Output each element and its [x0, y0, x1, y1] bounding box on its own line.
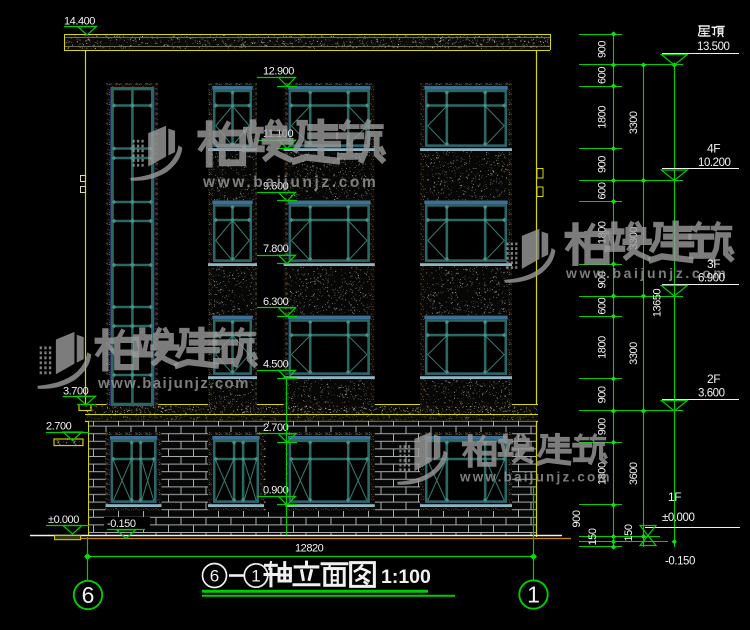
svg-text:1: 1 [251, 567, 260, 586]
svg-text:4.500: 4.500 [263, 358, 289, 370]
svg-text:3F: 3F [707, 257, 720, 271]
svg-text:www.baijunjz.com: www.baijunjz.com [565, 265, 728, 281]
svg-text:1800: 1800 [597, 336, 609, 359]
svg-text:6.900: 6.900 [698, 273, 725, 285]
svg-text:2F: 2F [707, 372, 720, 386]
svg-text:900: 900 [597, 271, 609, 288]
svg-text:3.600: 3.600 [698, 388, 725, 400]
svg-text:1: 1 [527, 581, 540, 607]
svg-text:1F: 1F [668, 490, 681, 504]
svg-text:3600: 3600 [628, 462, 640, 485]
svg-text:3300: 3300 [628, 342, 640, 365]
svg-text:13.500: 13.500 [697, 41, 730, 53]
svg-text:900: 900 [597, 156, 609, 173]
svg-text:-0.150: -0.150 [665, 556, 695, 568]
svg-text:900: 900 [597, 386, 609, 403]
svg-text:900: 900 [571, 510, 583, 527]
svg-text:600: 600 [597, 182, 609, 199]
svg-text:900: 900 [597, 41, 609, 58]
svg-text:10.200: 10.200 [698, 157, 731, 169]
svg-text:1:100: 1:100 [381, 566, 431, 588]
svg-text:12.900: 12.900 [263, 66, 294, 78]
svg-text:www.baijunjz.com: www.baijunjz.com [459, 470, 612, 485]
svg-text:600: 600 [597, 67, 609, 84]
svg-text:1800: 1800 [597, 106, 609, 129]
svg-text:3.700: 3.700 [63, 386, 89, 398]
svg-text:0.900: 0.900 [263, 485, 289, 497]
svg-text:12820: 12820 [295, 543, 324, 555]
svg-text:www.baijunjz.com: www.baijunjz.com [202, 174, 378, 191]
svg-text:150: 150 [623, 524, 635, 541]
svg-text:3300: 3300 [628, 111, 640, 134]
svg-text:900: 900 [597, 418, 609, 435]
svg-text:7.800: 7.800 [263, 243, 289, 255]
svg-text:1800: 1800 [597, 462, 609, 485]
svg-text:2.700: 2.700 [263, 422, 289, 434]
svg-text:13650: 13650 [652, 289, 664, 318]
svg-text:www.baijunjz.com: www.baijunjz.com [97, 375, 250, 392]
svg-text:14.400: 14.400 [64, 16, 95, 28]
svg-text:6.300: 6.300 [263, 296, 289, 308]
svg-text:-0.150: -0.150 [107, 518, 136, 530]
svg-text:6: 6 [210, 567, 219, 586]
svg-text:6: 6 [82, 582, 95, 608]
svg-text:2.700: 2.700 [46, 421, 72, 433]
svg-text:4F: 4F [707, 142, 720, 156]
svg-text:150: 150 [587, 528, 599, 545]
svg-text:9.600: 9.600 [263, 181, 289, 193]
svg-text:±0.000: ±0.000 [662, 512, 694, 524]
svg-text:600: 600 [597, 297, 609, 314]
svg-text:±0.000: ±0.000 [48, 514, 79, 526]
